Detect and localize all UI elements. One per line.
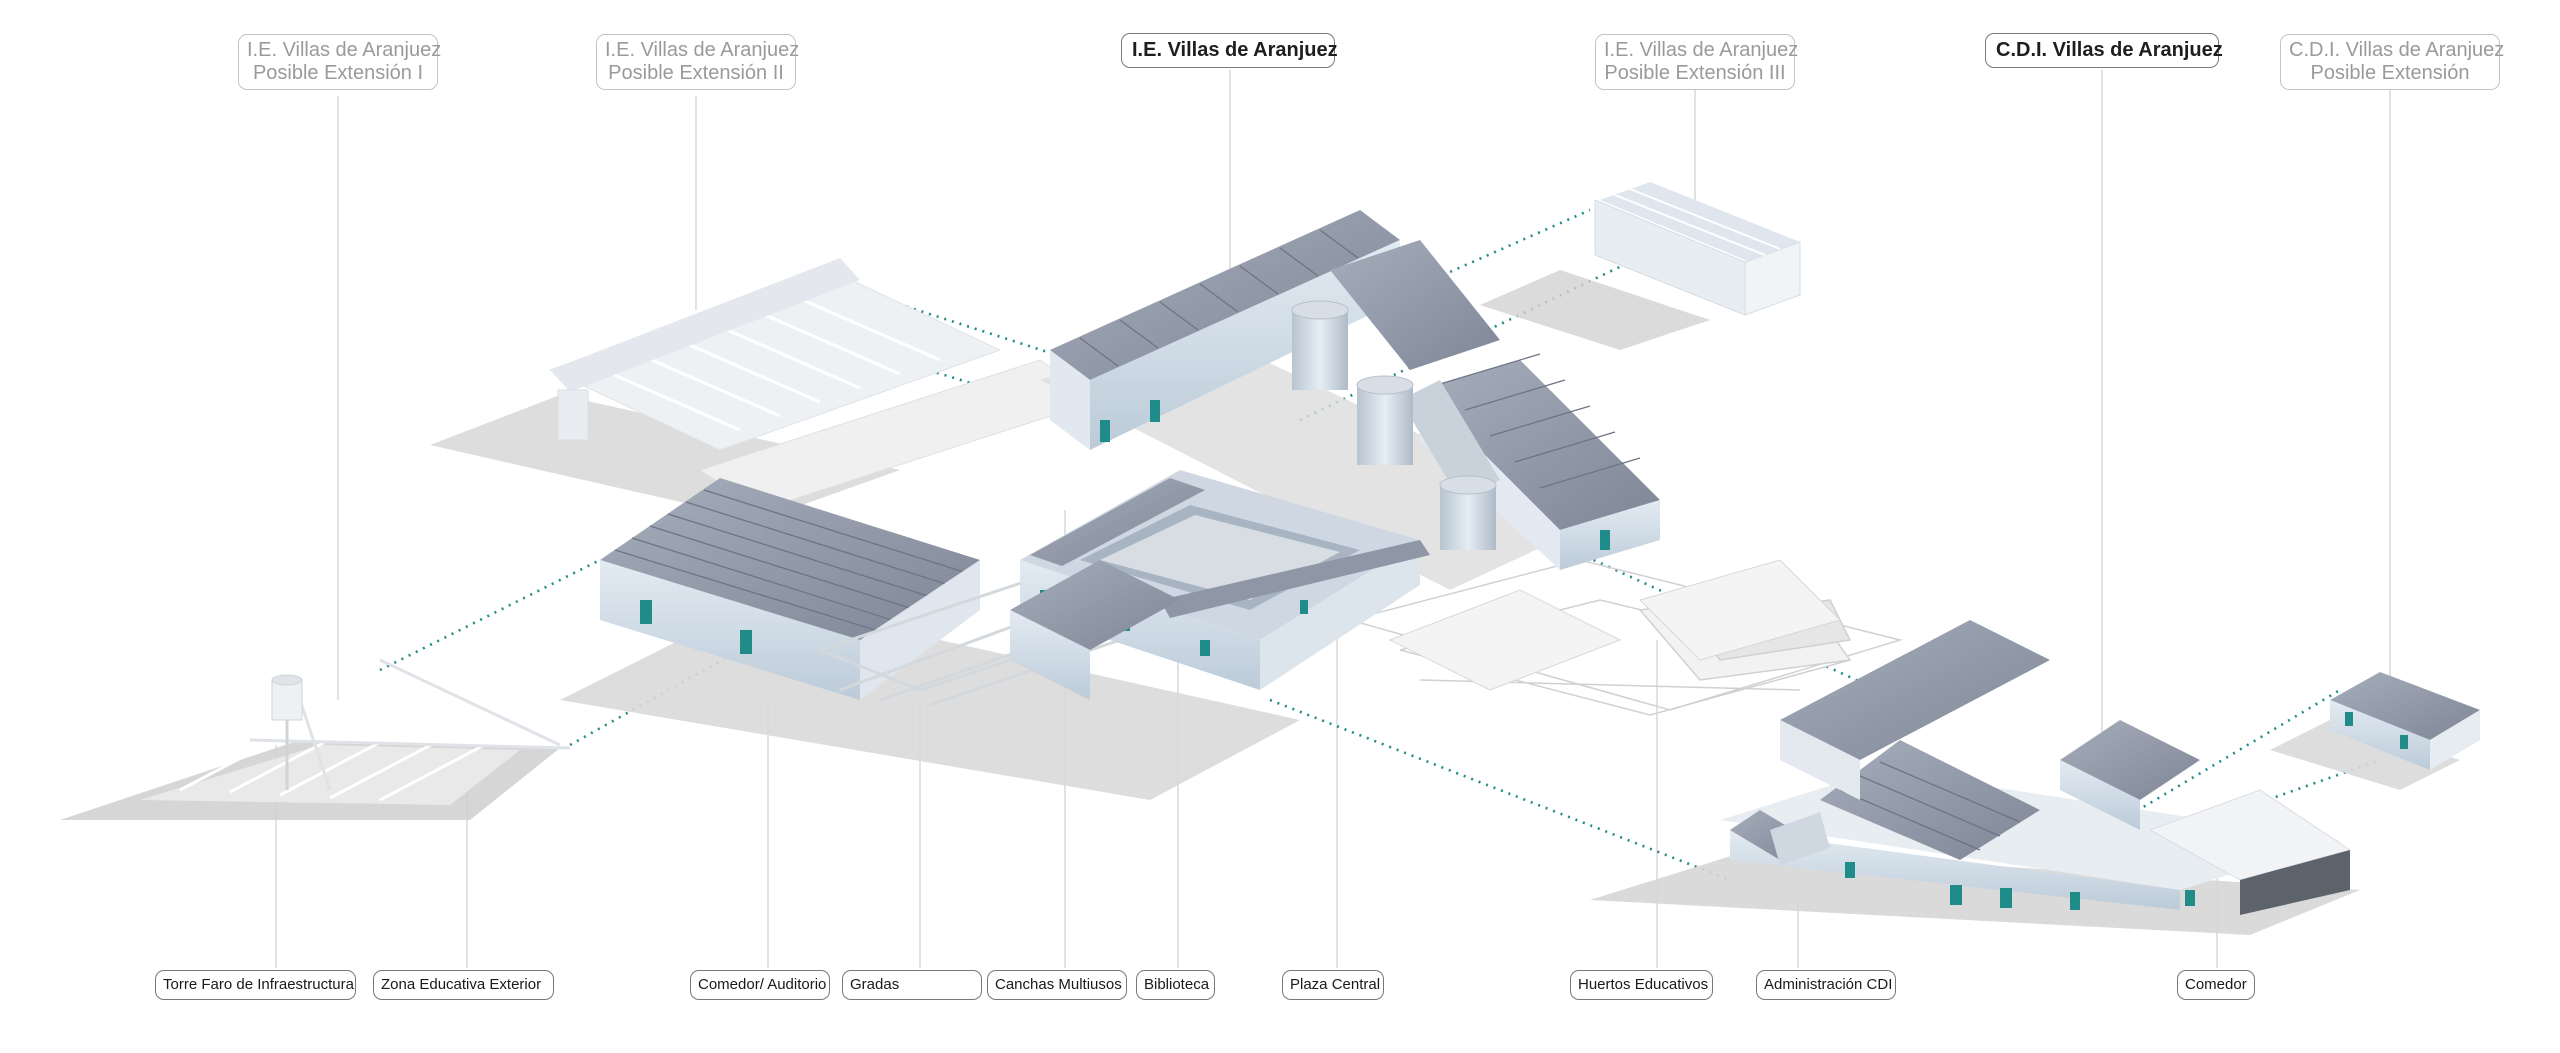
label-gradas: Gradas [842, 970, 982, 1000]
cdi-extension [2270, 672, 2480, 790]
label-extension-i-line2: Posible Extensión I [252, 62, 424, 84]
label-cdi-line1: C.D.I. Villas de Aranjuez [1996, 39, 2223, 61]
label-cdi-extension-line1: C.D.I. Villas de Aranjuez [2289, 39, 2505, 61]
label-extension-iii: I.E. Villas de Aranjuez Posible Extensió… [1595, 34, 1799, 90]
label-zona-educativa-exterior: Zona Educativa Exterior [373, 970, 554, 1000]
label-canchas-multiusos: Canchas Multiusos [987, 970, 1127, 1000]
label-main-campus: I.E. Villas de Aranjuez [1121, 33, 1338, 68]
extension-iii-ghost [1480, 182, 1801, 350]
main-campus-building [560, 210, 1841, 800]
top-connector-lines [337, 70, 2391, 760]
label-extension-ii: I.E. Villas de Aranjuez Posible Extensió… [596, 34, 800, 90]
label-comedor-auditorio: Comedor/ Auditorio [690, 970, 830, 1000]
label-comedor-cdi: Comedor [2177, 970, 2255, 1000]
label-administracion-cdi: Administración CDI [1756, 970, 1896, 1000]
label-biblioteca: Biblioteca [1136, 970, 1215, 1000]
extension-ii-ghost [430, 258, 1102, 520]
label-extension-iii-line1: I.E. Villas de Aranjuez [1604, 39, 1799, 61]
label-main-campus-line1: I.E. Villas de Aranjuez [1132, 39, 1338, 61]
label-cdi: C.D.I. Villas de Aranjuez [1985, 33, 2223, 68]
label-extension-i: I.E. Villas de Aranjuez Posible Extensió… [238, 34, 442, 90]
extension-i-ghost [60, 658, 571, 820]
label-cdi-extension-line2: Posible Extensión [2310, 62, 2470, 84]
label-extension-iii-line2: Posible Extensión III [1604, 62, 1786, 84]
label-cdi-extension: C.D.I. Villas de Aranjuez Posible Extens… [2280, 34, 2505, 90]
label-extension-ii-line1: I.E. Villas de Aranjuez [605, 39, 800, 61]
label-plaza-central: Plaza Central [1282, 970, 1384, 1000]
label-extension-ii-line2: Posible Extensión II [608, 62, 784, 84]
cdi-building [1590, 620, 2360, 935]
label-extension-i-line1: I.E. Villas de Aranjuez [247, 39, 442, 61]
label-huertos-educativos: Huertos Educativos [1570, 970, 1713, 1000]
label-torre-faro: Torre Faro de Infraestructura [155, 970, 356, 1000]
